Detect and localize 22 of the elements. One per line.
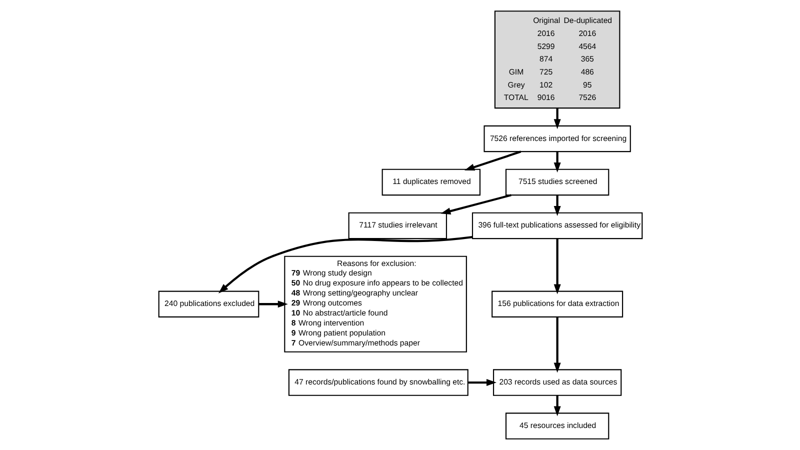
arrow — [553, 238, 560, 294]
arrow — [218, 236, 472, 294]
node-box: 7515 studies screened — [504, 168, 609, 196]
arrow — [553, 152, 560, 172]
node-box: 7117 studies irrelevant — [348, 212, 447, 240]
node-box: 203 records used as data sources — [492, 369, 622, 396]
arrow — [468, 379, 496, 386]
arrow — [553, 195, 560, 216]
node-box: 11 duplicates removed — [381, 168, 480, 196]
arrow — [258, 300, 288, 308]
node-box: Original De-duplicated 2016 2016 5299 4564 874 365 GIM 725 486 Grey 102 95 TOTAL 9016 7526 — [494, 10, 620, 109]
node-box: 240 publications excluded — [158, 290, 259, 318]
arrow — [553, 108, 560, 130]
node-box: Reasons for exclusion: 79 Wrong study design 50 No drug exposure info appears to be collected 48 Wrong setting/geography unclear 29 Wrong outcomes 10 No abstract/article found 8 Wrong intervention 9 Wrong patient population 7 Overview/summary/methods paper — [284, 256, 466, 352]
node-box: 396 full-text publications assessed for eligibility — [471, 212, 642, 240]
node-box: 45 resources included — [504, 412, 609, 440]
arrow — [553, 395, 560, 416]
arrow — [440, 194, 511, 215]
arrow — [553, 317, 560, 373]
node-box: 7526 references imported for screening — [483, 125, 630, 152]
node-box: 156 publications for data extraction — [491, 290, 623, 318]
node-box: 47 records/publications found by snowballing etc. — [288, 369, 468, 396]
